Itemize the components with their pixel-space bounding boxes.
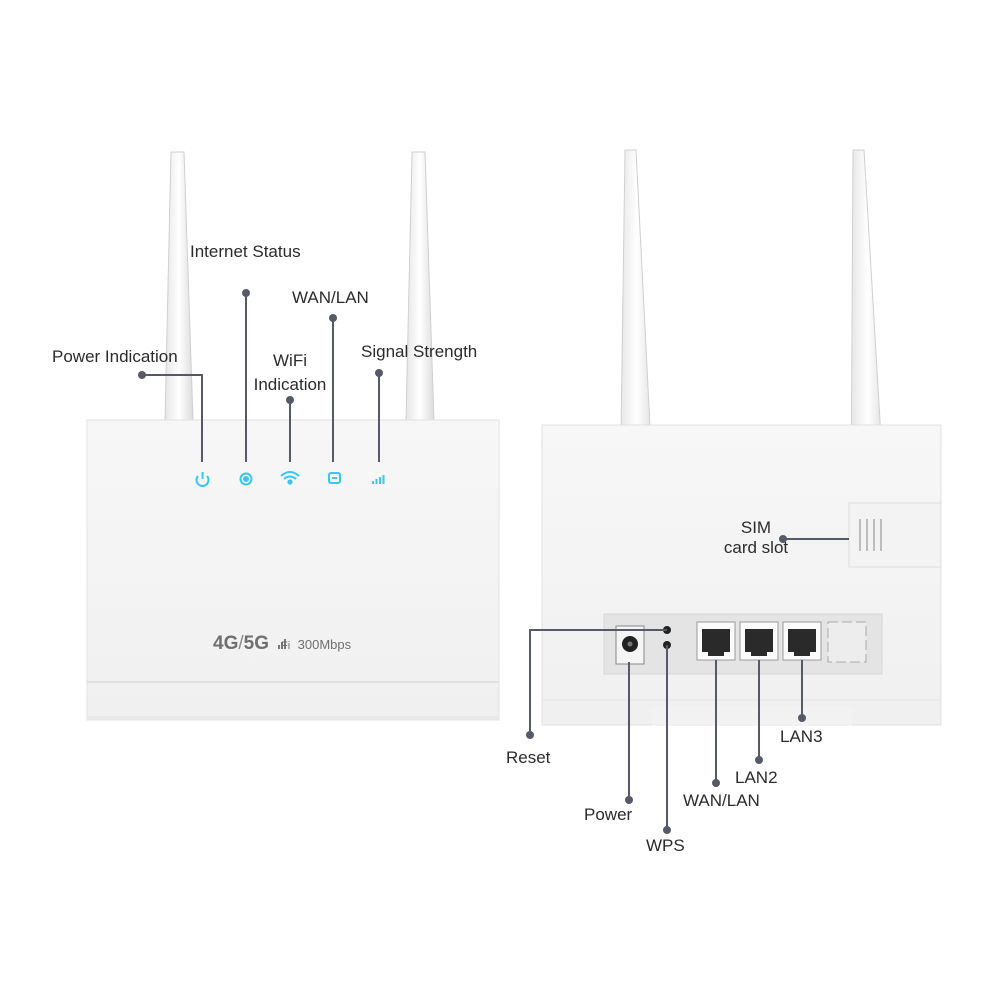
lan2-label: LAN2 — [735, 768, 778, 787]
brand-fi: Fi — [281, 640, 291, 652]
back-wan-lan-label: WAN/LAN — [683, 791, 760, 810]
front-callouts — [142, 293, 380, 462]
power-led-icon — [195, 472, 210, 487]
brand-5g: 5G — [243, 633, 269, 654]
sim-card-slot-label: SIM card slot — [700, 518, 812, 558]
wifi-indication-line2: Indication — [253, 375, 327, 394]
signal-led-icon — [372, 475, 385, 484]
wifi-indication-line1: WiFi — [273, 351, 307, 370]
brand-speed: 300Mbps — [297, 637, 352, 652]
sim-label-line1: SIM — [740, 518, 772, 537]
internet-status-label: Internet Status — [190, 242, 301, 261]
brand-signal-icon — [278, 639, 286, 649]
power-jack — [615, 625, 645, 665]
lan3-label: LAN3 — [780, 727, 823, 746]
wan-port — [696, 621, 736, 661]
sim-label-line2: card slot — [723, 538, 789, 557]
wifi-indication-label: WiFi Indication — [248, 349, 332, 397]
signal-strength-label: Signal Strength — [361, 342, 478, 361]
power-indication-label: Power Indication — [52, 347, 178, 366]
lan3-port — [782, 621, 822, 661]
brand-4g: 4G — [213, 633, 239, 654]
internet-led-icon — [239, 472, 253, 486]
wan-led-icon — [328, 472, 341, 484]
lan2-port — [739, 621, 779, 661]
front-left-antenna — [164, 151, 194, 421]
front-wan-lan-label: WAN/LAN — [292, 288, 369, 307]
back-router — [526, 149, 942, 834]
lan4-port — [827, 621, 867, 663]
front-right-antenna — [405, 151, 435, 421]
front-router-body — [86, 419, 500, 721]
wifi-led-icon — [280, 471, 300, 485]
power-label: Power — [584, 805, 633, 824]
back-router-body — [541, 424, 942, 726]
back-callouts — [529, 538, 849, 830]
sim-card-slot — [848, 502, 942, 568]
reset-label: Reset — [506, 748, 551, 767]
wps-label: WPS — [646, 836, 685, 855]
front-router — [86, 151, 500, 721]
